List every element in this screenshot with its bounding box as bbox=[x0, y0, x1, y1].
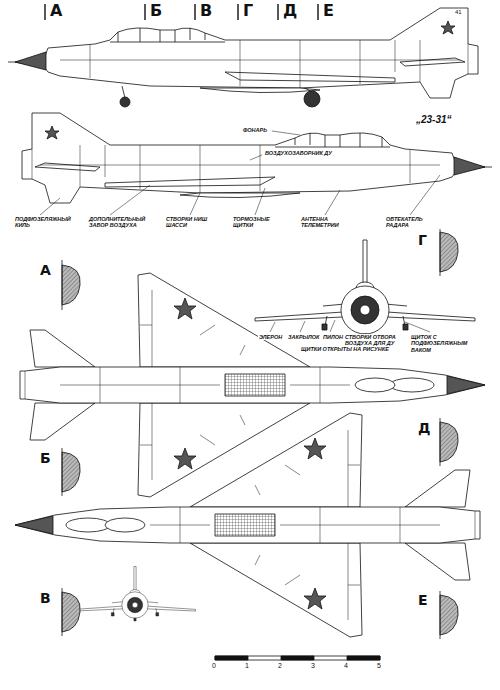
drawing-stroke bbox=[317, 4, 318, 20]
drawing-stroke bbox=[304, 91, 320, 107]
scale-number: 4 bbox=[344, 662, 348, 670]
top-letter-bars bbox=[45, 4, 318, 20]
front-view-small bbox=[75, 567, 196, 621]
drawing-stroke bbox=[62, 452, 80, 492]
callout-text: СТВОРКИ НИШ ШАССИ bbox=[165, 216, 219, 229]
scale-number: 1 bbox=[245, 662, 249, 670]
tail-number: 41 bbox=[455, 9, 462, 16]
drawing-stroke bbox=[44, 4, 45, 20]
drawing-stroke bbox=[270, 322, 275, 332]
drawing-stroke bbox=[405, 322, 430, 332]
callout-text: АНТЕННА ТЕЛЕМЕТРИИ bbox=[300, 216, 357, 229]
drawing-stroke bbox=[300, 321, 305, 332]
drawing-stroke bbox=[281, 656, 314, 660]
section-letter: Е bbox=[418, 592, 428, 608]
side-view-left bbox=[8, 8, 478, 98]
section-letter: В bbox=[200, 2, 212, 20]
drawing-stroke bbox=[215, 656, 380, 660]
drawing-stroke bbox=[194, 4, 195, 20]
scale-number: 5 bbox=[377, 662, 381, 670]
drawing-stroke bbox=[410, 175, 440, 215]
drawing-stroke bbox=[255, 188, 265, 215]
section-letter: Г bbox=[243, 2, 253, 20]
drawing-stroke bbox=[62, 592, 80, 632]
scale-number: 0 bbox=[212, 662, 216, 670]
aircraft-code: „23-31“ bbox=[416, 114, 452, 126]
callout-text: ЗАКРЫЛОК bbox=[287, 334, 321, 340]
drawing-stroke bbox=[215, 656, 248, 660]
section-letter: Г bbox=[418, 232, 427, 248]
scale-number: 2 bbox=[278, 662, 282, 670]
callout-text: ЩИТКИ ОТКРЫТЫ НА РИСУНКЕ bbox=[300, 346, 390, 352]
drawing-stroke bbox=[277, 4, 278, 20]
drawing-stroke bbox=[110, 185, 150, 215]
drawing-stroke bbox=[144, 4, 145, 20]
section-letter: В bbox=[40, 590, 51, 606]
drawing-stroke bbox=[62, 260, 63, 310]
scale-bar bbox=[215, 656, 380, 660]
callout-text: СТВОРКИ ОТБОРА ВОЗДУХА ДЛЯ ДУ bbox=[344, 334, 406, 347]
side-view-right bbox=[22, 113, 492, 203]
drawing-stroke bbox=[272, 131, 300, 135]
drawing-stroke bbox=[237, 4, 238, 20]
top-view bbox=[20, 273, 485, 497]
drawing-stroke bbox=[440, 422, 458, 462]
drawing-stroke bbox=[347, 656, 380, 660]
section-letter: А bbox=[40, 262, 51, 278]
callout-text: ПИЛОН bbox=[322, 334, 344, 340]
drawing-stroke bbox=[330, 320, 335, 332]
section-letter: Б bbox=[40, 450, 51, 466]
drawing-stroke bbox=[440, 228, 441, 276]
callout-text: ТОРМОЗНЫЕ ЩИТКИ bbox=[232, 216, 284, 229]
drawing-stroke bbox=[62, 448, 63, 496]
drawing-stroke bbox=[190, 193, 200, 215]
callout-text: ПОДФЮЗЕЛЯЖНЫЙ КИЛЬ bbox=[14, 216, 71, 229]
bottom-view bbox=[15, 413, 480, 637]
callout-text: ОБТЕКАТЕЛЬ РАДАРА bbox=[385, 216, 447, 229]
section-letter: Е bbox=[323, 2, 334, 20]
drawing-stroke bbox=[325, 190, 340, 215]
drawing-stroke bbox=[40, 198, 60, 215]
scale-number: 3 bbox=[311, 662, 315, 670]
cross-sections bbox=[62, 228, 458, 639]
drawing-stroke bbox=[62, 588, 63, 636]
drawing-stroke bbox=[120, 97, 130, 107]
drawing-stroke bbox=[250, 155, 262, 160]
drawing-stroke bbox=[440, 595, 458, 635]
callout-text: ФОНАРЬ bbox=[242, 127, 268, 133]
section-letter: Д bbox=[418, 420, 430, 436]
callout-text: ДОПОЛНИТЕЛЬНЫЙ ЗАБОР ВОЗДУХА bbox=[88, 216, 152, 229]
drawing-stroke bbox=[440, 418, 441, 466]
drawing-stroke bbox=[440, 591, 441, 639]
drawing-stroke bbox=[440, 232, 458, 272]
drawing-stroke bbox=[122, 86, 312, 98]
section-letter: А bbox=[50, 2, 62, 20]
callout-text: ЩИТОК С ПОДФЮЗЕЛЯЖНЫМ БАКОМ bbox=[410, 334, 484, 353]
callout-text: ЭЛЕРОН bbox=[258, 334, 283, 340]
callout-text: ВОЗДУХОЗАБОРНИК ДУ bbox=[264, 150, 333, 156]
section-letter: Б bbox=[150, 2, 162, 20]
drawing-stroke bbox=[62, 265, 80, 305]
landing-gear bbox=[120, 86, 320, 107]
section-letter: Д bbox=[283, 2, 297, 20]
